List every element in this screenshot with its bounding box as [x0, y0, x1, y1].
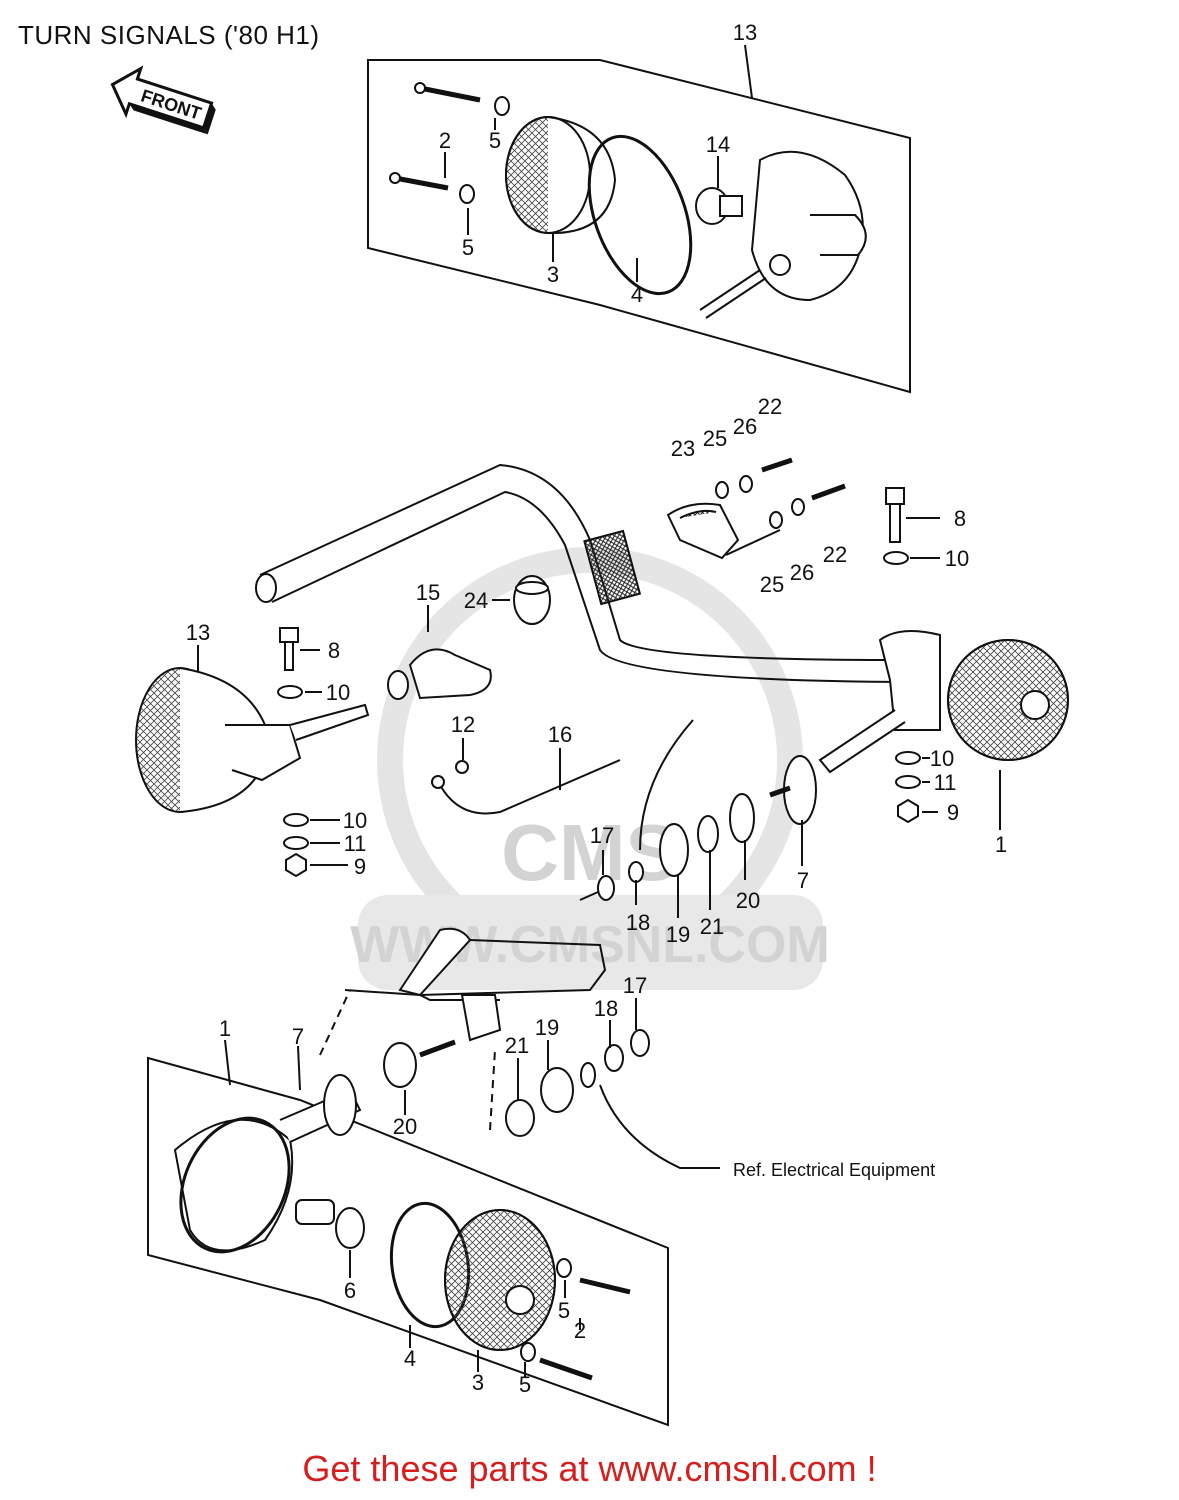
callout-17: 17: [590, 823, 614, 848]
callout-10: 10: [326, 680, 350, 705]
bushing-icon: [492, 575, 551, 625]
callout-22: 22: [823, 542, 847, 567]
callout-14: 14: [706, 132, 730, 157]
callout-18: 18: [594, 996, 618, 1021]
callout-4: 4: [404, 1346, 416, 1371]
bolt-icon: [883, 487, 940, 565]
callout-5: 5: [519, 1372, 531, 1397]
callout-21: 21: [700, 914, 724, 939]
callout-22: 22: [758, 394, 782, 419]
gasket-icon: [587, 134, 693, 296]
bulb-icon: [695, 187, 743, 225]
callout-8: 8: [328, 638, 340, 663]
clamp-assembly: [666, 457, 846, 560]
callout-10: 10: [930, 746, 954, 771]
callout-11: 11: [934, 770, 957, 795]
callout-20: 20: [393, 1114, 417, 1139]
front-turn-signal-assembly-top: [367, 44, 911, 394]
callout-25: 25: [760, 572, 784, 597]
callout-5: 5: [489, 128, 501, 153]
callout-20: 20: [736, 888, 760, 913]
callout-18: 18: [626, 910, 650, 935]
switch-housing-icon: [387, 605, 492, 700]
callout-1: 1: [219, 1016, 231, 1041]
callout-19: 19: [535, 1015, 559, 1040]
callout-9: 9: [354, 854, 366, 879]
callout-21: 21: [505, 1033, 529, 1058]
watermark-logo: CMS: [501, 808, 679, 897]
callout-2: 2: [574, 1318, 586, 1343]
callout-9: 9: [947, 800, 959, 825]
housing-icon: [699, 150, 867, 319]
parts-diagram: WWW.CMSNL.COM CMS FRONT: [110, 20, 1069, 1427]
ground-wire-icon: [431, 719, 694, 851]
callout-5: 5: [558, 1298, 570, 1323]
callout-7: 7: [797, 868, 809, 893]
footer-parts-link[interactable]: Get these parts at www.cmsnl.com !: [302, 1448, 877, 1489]
callout-13: 13: [733, 20, 757, 45]
callout-26: 26: [790, 560, 814, 585]
callout-15: 15: [416, 580, 440, 605]
callout-labels: 13 2 5 14 5 3 4 22 26 25 23 8 10 22 26 2…: [186, 20, 1007, 1397]
callout-1: 1: [995, 832, 1007, 857]
callout-4: 4: [631, 282, 643, 307]
callout-26: 26: [733, 414, 757, 439]
callout-3: 3: [472, 1370, 484, 1395]
front-arrow-badge: FRONT: [110, 65, 216, 135]
callout-11: 11: [344, 831, 367, 856]
lens-icon: [505, 116, 617, 235]
callout-13: 13: [186, 620, 210, 645]
callout-23: 23: [671, 436, 695, 461]
washer-icon: [494, 96, 510, 116]
callout-24: 24: [464, 588, 488, 613]
handlebar: [255, 463, 901, 683]
reference-note: Ref. Electrical Equipment: [733, 1160, 935, 1180]
washer-icon: [459, 184, 475, 204]
callout-16: 16: [548, 722, 572, 747]
front-turn-signal-assembly-bottom: [147, 998, 720, 1427]
callout-12: 12: [451, 712, 475, 737]
callout-6: 6: [344, 1278, 356, 1303]
watermark: WWW.CMSNL.COM CMS: [350, 547, 830, 990]
callout-10: 10: [343, 808, 367, 833]
callout-7: 7: [292, 1024, 304, 1049]
callout-5: 5: [462, 235, 474, 260]
rear-turn-signal-left: [135, 627, 370, 878]
callout-25: 25: [703, 426, 727, 451]
page-title: TURN SIGNALS ('80 H1): [18, 20, 320, 50]
callout-8: 8: [954, 506, 966, 531]
screw-icon: [389, 82, 481, 191]
mounting-bracket: [319, 927, 607, 1056]
rear-turn-signal-right: [579, 630, 1069, 918]
callout-19: 19: [666, 922, 690, 947]
callout-2: 2: [439, 128, 451, 153]
callout-3: 3: [547, 262, 559, 287]
callout-17: 17: [623, 973, 647, 998]
callout-10: 10: [945, 546, 969, 571]
